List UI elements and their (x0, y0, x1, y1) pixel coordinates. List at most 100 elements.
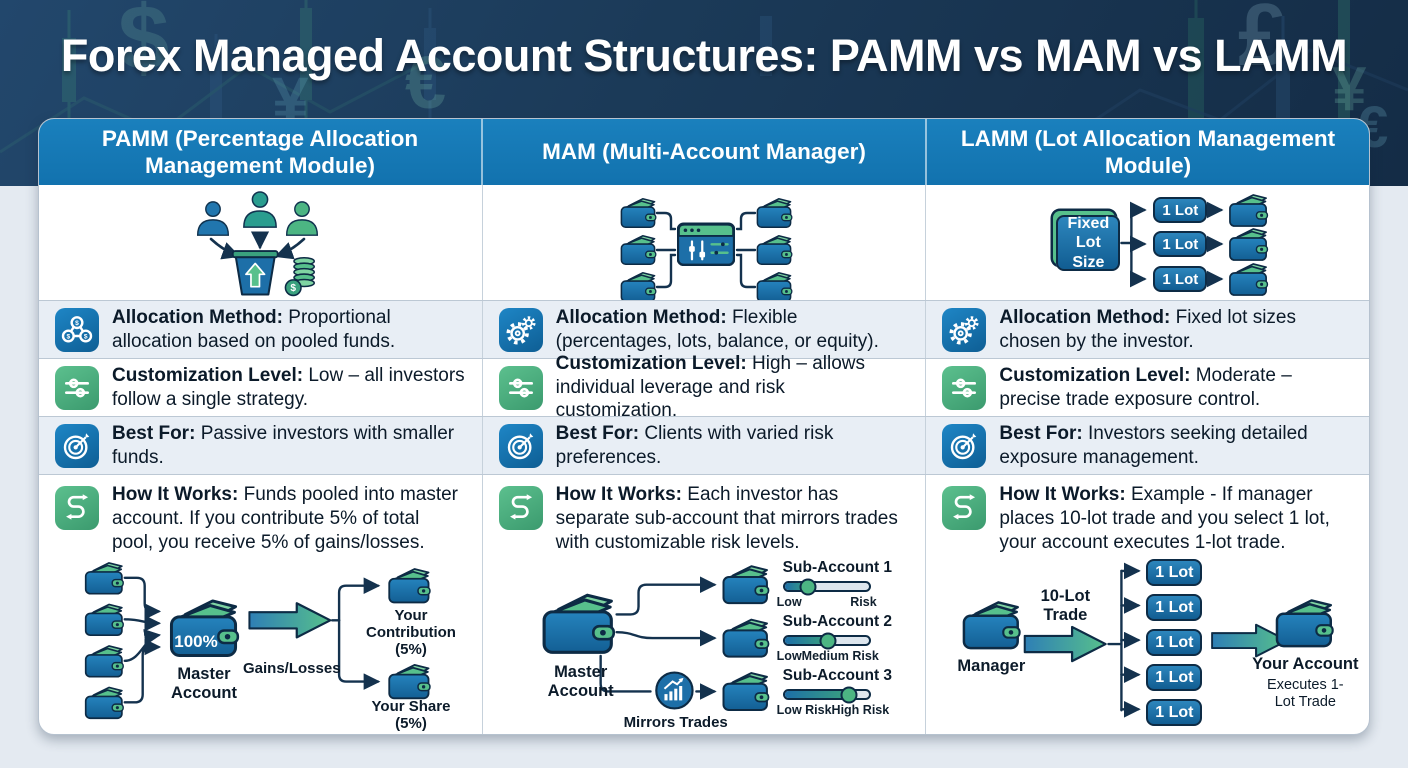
target-icon (55, 423, 99, 468)
investor-wallet-icon (84, 603, 125, 637)
feature-text: Allocation Method: Proportional allocati… (112, 306, 466, 354)
feature-label: Allocation Method: (999, 306, 1171, 328)
sliders-icon (498, 365, 543, 410)
one-lot-chip: 1 Lot (1153, 231, 1208, 257)
feature-value: High – allows individual leverage and ri… (555, 352, 866, 422)
subaccount-2-risk-slider: Sub-Account 2 Low Medium Risk (777, 613, 892, 663)
pamm-illustration-cell (39, 185, 482, 300)
your-account-wallet-icon (1276, 599, 1335, 648)
flow-icon (498, 486, 543, 530)
target-icon (498, 423, 543, 468)
feature-text: How It Works: Example - If manager place… (999, 483, 1353, 554)
allocation-method-row: Allocation Method: Proportional allocati… (39, 300, 1369, 358)
currency-symbol-decoration: £ (1238, 0, 1287, 84)
feature-label: Allocation Method: (112, 306, 283, 328)
feature-text: Best For: Passive investors with smaller… (112, 422, 466, 470)
network-icon (55, 307, 99, 352)
pooled-funds-illustration (197, 191, 319, 297)
feature-value: Each investor has separate sub-account t… (555, 484, 898, 553)
feature-value: Flexible (percentages, lots, balance, or… (555, 306, 879, 352)
allocation-control-panel-icon (677, 222, 735, 266)
fixed-lot-illustration: Fixed Lot Size 1 Lot 1 Lot 1 Lot (926, 185, 1369, 300)
cell-mam-how: How It Works: Each investor has separate… (481, 475, 926, 734)
feature-label: Best For: (999, 422, 1083, 444)
mirrors-trades-icon (654, 671, 694, 710)
feature-value: Funds pooled into master account. If you… (112, 484, 459, 553)
subaccount-wallet-icon (722, 672, 770, 711)
currency-symbol-decoration: ¥ (1332, 55, 1367, 124)
gains-losses-label: Gains/Losses (243, 660, 341, 677)
feature-text: How It Works: Funds pooled into master a… (112, 483, 466, 554)
one-lot-chip: 1 Lot (1146, 664, 1203, 691)
feature-label: Customization Level: (112, 364, 304, 386)
feature-label: Customization Level: (555, 352, 747, 374)
cell-mam-customization: Customization Level: High – allows indiv… (481, 353, 926, 421)
lamm-illustration-cell: Fixed Lot Size 1 Lot 1 Lot 1 Lot (925, 185, 1369, 300)
ten-lot-trade-label: 10-Lot Trade (1040, 587, 1091, 624)
feature-label: Customization Level: (999, 364, 1191, 386)
wallet-icon (620, 272, 657, 300)
your-account-sublabel: Executes 1-Lot Trade (1267, 677, 1344, 710)
share-wallet-icon (388, 663, 431, 700)
pool-bucket-icon (232, 250, 280, 296)
subaccount-1-risk-slider: Sub-Account 1 Low Risk (777, 559, 892, 609)
cell-pamm-allocation: Allocation Method: Proportional allocati… (39, 301, 482, 358)
cell-lamm-bestfor: Best For: Investors seeking detailed exp… (925, 417, 1369, 474)
risk-slider-knob (840, 686, 857, 703)
feature-text: Best For: Investors seeking detailed exp… (999, 422, 1353, 470)
investor-person-icon (286, 201, 319, 236)
feature-label: How It Works: (112, 484, 239, 505)
fixed-lot-size-box: Fixed Lot Size (1056, 215, 1121, 271)
customization-level-row: Customization Level: Low – all investors… (39, 353, 1369, 421)
feature-value: Fixed lot sizes chosen by the investor. (999, 306, 1296, 352)
master-account-label: Master Account (547, 663, 614, 700)
feature-label: Best For: (555, 422, 640, 444)
subaccount-3-risk-slider: Sub-Account 3 Low Risk High Risk (777, 667, 892, 717)
table-header-row: PAMM (Percentage Allocation Management M… (39, 119, 1369, 185)
investor-person-icon (197, 201, 230, 236)
feature-text: Allocation Method: Flexible (percentages… (556, 306, 910, 354)
sliders-icon (55, 365, 99, 410)
page-title: Forex Managed Account Structures: PAMM v… (60, 30, 1348, 81)
fixed-lot-connectors (1120, 194, 1269, 296)
feature-text: How It Works: Each investor has separate… (556, 483, 910, 554)
risk-slider-track (782, 686, 871, 703)
best-for-row: Best For: Passive investors with smaller… (39, 416, 1369, 474)
cell-lamm-customization: Customization Level: Moderate – precise … (925, 359, 1369, 416)
column-header-lamm: LAMM (Lot Allocation Management Module) (925, 119, 1369, 185)
gears-icon (498, 307, 543, 352)
comparison-table: PAMM (Percentage Allocation Management M… (38, 118, 1370, 735)
coin-stack-icon (284, 256, 316, 297)
feature-text: Customization Level: High – allows indiv… (556, 352, 910, 423)
mam-flow-diagram (542, 565, 770, 711)
wallet-icon (1229, 194, 1269, 227)
investor-wallet-icon (84, 645, 125, 678)
sliders-icon (942, 365, 987, 410)
feature-value: Clients with varied risk preferences. (555, 422, 834, 468)
risk-label-left: Low (776, 595, 802, 609)
wallet-icon (1229, 263, 1269, 296)
currency-symbol-decoration: € (405, 41, 447, 124)
gains-losses-arrow (248, 602, 332, 639)
risk-slider-knob (819, 632, 837, 649)
one-lot-chip: 1 Lot (1146, 699, 1203, 726)
manager-label: Manager (957, 657, 1026, 675)
wallet-icon (756, 235, 793, 265)
cell-pamm-how: How It Works: Funds pooled into master a… (39, 475, 482, 734)
how-it-works-row: How It Works: Funds pooled into master a… (39, 474, 1369, 734)
risk-label-right: Medium Risk (801, 649, 879, 663)
one-lot-chip: 1 Lot (1153, 266, 1208, 292)
wallet-icon (620, 235, 657, 265)
investor-wallet-icon (84, 562, 125, 595)
feature-label: How It Works: (999, 484, 1126, 505)
column-header-pamm: PAMM (Percentage Allocation Management M… (101, 125, 419, 178)
one-lot-chip: 1 Lot (1153, 197, 1208, 223)
wallet-icon (756, 272, 793, 300)
feature-text: Customization Level: Moderate – precise … (999, 364, 1353, 412)
feature-label: Best For: (112, 422, 196, 444)
wallet-icon (756, 198, 793, 228)
wallet-icon (1229, 228, 1269, 261)
column-header-mam: MAM (Multi-Account Manager) (481, 119, 925, 185)
risk-label-right: High Risk (831, 703, 890, 717)
risk-label-right: Risk (850, 595, 877, 609)
